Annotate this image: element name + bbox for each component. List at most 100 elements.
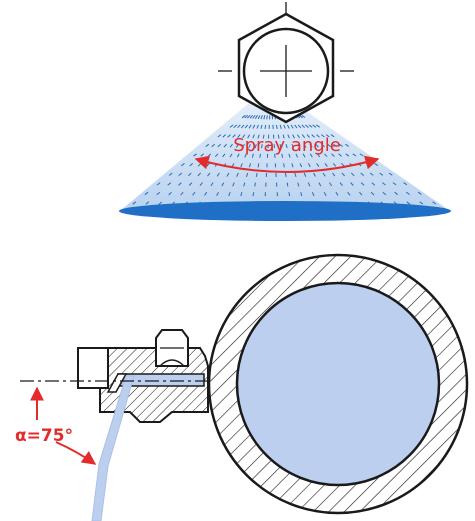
spray-droplet: [359, 153, 364, 157]
spray-droplet: [254, 144, 257, 149]
spray-droplet-dashes: [132, 114, 437, 206]
spray-droplet: [320, 134, 325, 138]
spray-droplet: [193, 153, 197, 157]
spray-droplet: [257, 163, 260, 168]
spray-droplet: [242, 134, 246, 139]
spray-droplet: [292, 134, 295, 139]
spray-droplet: [156, 191, 161, 196]
spray-droplet: [301, 134, 306, 139]
spray-droplet: [226, 172, 230, 177]
spray-droplet: [301, 114, 306, 118]
spray-droplet: [290, 124, 294, 129]
spray-droplet: [406, 191, 410, 195]
spray-angle-arrow: [194, 155, 380, 173]
spray-droplet: [291, 143, 294, 149]
spray-droplet: [370, 191, 375, 196]
spray-droplet: [257, 115, 261, 120]
spray-droplet: [254, 182, 256, 187]
spray-droplet: [394, 191, 399, 196]
spray-droplet: [252, 114, 256, 119]
spray-droplet: [240, 192, 243, 197]
alpha-angle-arrow: [30, 386, 97, 465]
spray-droplet: [369, 172, 374, 176]
spray-droplet: [294, 172, 297, 177]
spray-droplet: [252, 192, 255, 197]
spray-droplet: [244, 124, 248, 129]
spray-droplet: [223, 143, 227, 148]
spray-base-ellipse: [119, 201, 451, 221]
spray-droplet: [360, 182, 365, 186]
spray-droplet: [204, 191, 208, 196]
spray-droplet: [199, 182, 203, 187]
spray-droplet: [316, 134, 320, 138]
spray-droplet: [318, 182, 322, 187]
spray-droplet: [286, 124, 290, 129]
spray-droplet: [228, 192, 231, 197]
spray-droplet: [285, 144, 288, 149]
spray-droplet: [145, 201, 150, 205]
hatched-pipe-section-icon: [207, 253, 469, 515]
spray-droplet: [392, 182, 397, 186]
spray-droplet: [264, 124, 267, 129]
spray-droplet: [252, 134, 255, 139]
spray-droplet: [417, 191, 422, 195]
spray-droplet: [306, 134, 310, 138]
spray-droplet: [379, 172, 384, 176]
spray-droplet: [323, 191, 327, 196]
spray-droplet: [294, 124, 298, 129]
spray-droplet: [217, 134, 222, 138]
spray-droplet: [311, 134, 315, 138]
spray-droplet: [210, 182, 214, 187]
spray-droplet: [419, 201, 424, 205]
spray-droplet: [144, 191, 149, 196]
spray-droplet: [197, 172, 201, 177]
spray-droplet: [260, 124, 263, 129]
spray-droplet: [158, 201, 163, 205]
nozzle-body: [77, 329, 209, 423]
spray-droplet: [325, 134, 330, 138]
spray-droplet: [260, 115, 263, 120]
spray-droplet: [287, 134, 290, 139]
spray-droplet: [432, 201, 437, 205]
spray-droplet: [192, 191, 196, 196]
spray-droplet: [350, 182, 354, 186]
spray-droplet: [235, 143, 239, 148]
spray-droplet: [327, 143, 331, 148]
spray-droplet: [256, 124, 259, 129]
spray-droplet: [311, 192, 315, 197]
spray-droplet: [229, 124, 234, 128]
spray-droplet: [241, 114, 246, 119]
spray-droplet: [237, 134, 241, 139]
spray-droplet: [249, 114, 253, 119]
spray-droplet: [168, 172, 173, 176]
spray-droplet: [227, 134, 231, 138]
spray-droplet: [283, 124, 286, 129]
spray-droplet: [276, 124, 278, 129]
spray-droplet: [322, 172, 326, 177]
spray-droplet: [360, 172, 365, 176]
spray-fan: [119, 98, 451, 221]
spray-droplet: [207, 172, 211, 177]
spray-droplet: [178, 172, 183, 176]
spray-droplet: [297, 124, 302, 129]
spray-droplet: [406, 201, 411, 205]
spray-droplet: [303, 172, 307, 177]
spray-droplet: [244, 114, 249, 119]
spray-droplet: [339, 182, 343, 187]
spray-droplet: [180, 191, 184, 196]
spray-droplet: [309, 143, 313, 148]
spray-droplet: [335, 191, 339, 196]
spray-droplet: [284, 172, 287, 177]
spray-droplet: [301, 124, 306, 129]
spray-droplet: [282, 134, 285, 139]
spray-droplet: [236, 172, 239, 177]
spray-droplet: [248, 124, 252, 129]
spray-droplet: [233, 124, 238, 128]
spray-droplet: [300, 192, 303, 197]
spray-droplet: [288, 192, 291, 197]
spray-droplet: [307, 182, 311, 187]
spray-droplet: [222, 134, 227, 138]
spray-droplet: [247, 134, 251, 139]
spray-droplet: [221, 182, 225, 187]
